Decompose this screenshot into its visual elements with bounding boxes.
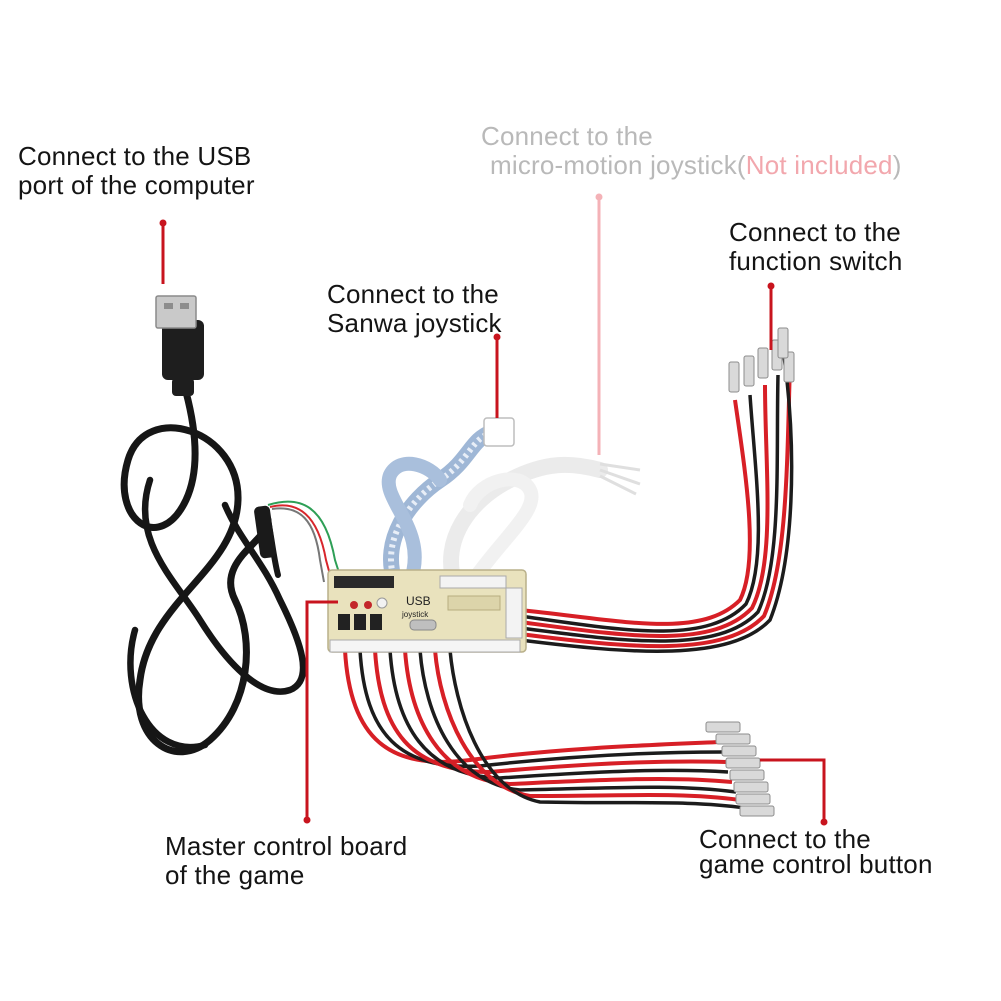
- board-label-joystick: joystick: [401, 610, 429, 619]
- micro-ribbon: [443, 456, 641, 593]
- leader-button: [760, 758, 826, 822]
- label-micro-line2-end: ): [892, 150, 902, 180]
- usb-plug-body: [162, 320, 204, 380]
- label-micro-line2: micro-motion joystick(Not included): [481, 151, 902, 180]
- label-button-line2: game control button: [699, 849, 933, 879]
- usb-cable: [120, 295, 343, 756]
- label-sanwa-joystick: Connect to the Sanwa joystick: [327, 280, 502, 338]
- label-game-button: Connect to the game control button: [699, 824, 933, 879]
- sanwa-ribbon: [381, 417, 515, 590]
- leader-board: [305, 600, 338, 820]
- board-label-usb: USB: [406, 594, 431, 608]
- game-button-wires: [343, 649, 775, 817]
- label-master-board: Master control board of the game: [165, 832, 407, 890]
- label-function-line1: Connect to the: [729, 217, 901, 247]
- led-icon: [350, 601, 358, 609]
- label-board-line1: Master control board: [165, 831, 408, 861]
- label-micro-line2-text: micro-motion joystick(: [490, 150, 746, 180]
- label-function-switch: Connect to the function switch: [729, 218, 903, 276]
- cable-strain-relief: [254, 505, 276, 559]
- label-usb-port: Connect to the USB port of the computer: [18, 142, 255, 200]
- label-board-line2: of the game: [165, 860, 305, 890]
- label-usb-port-line2: port of the computer: [18, 170, 255, 200]
- usb-plug-tip: [155, 295, 197, 329]
- label-micro-line1: Connect to the: [481, 121, 653, 151]
- leader-lines: [159, 193, 828, 826]
- label-micro-joystick: Connect to the micro-motion joystick(Not…: [481, 122, 902, 180]
- label-sanwa-line2: Sanwa joystick: [327, 308, 502, 338]
- label-function-line2: function switch: [729, 246, 903, 276]
- sanwa-connector: [483, 417, 515, 447]
- label-button-line1: Connect to the: [699, 824, 871, 854]
- not-included-note: Not included: [745, 150, 893, 180]
- control-board: USB joystick: [327, 569, 527, 653]
- label-sanwa-line1: Connect to the: [327, 279, 499, 309]
- label-usb-port-line1: Connect to the USB: [18, 141, 252, 171]
- function-switch-wires: [519, 327, 795, 653]
